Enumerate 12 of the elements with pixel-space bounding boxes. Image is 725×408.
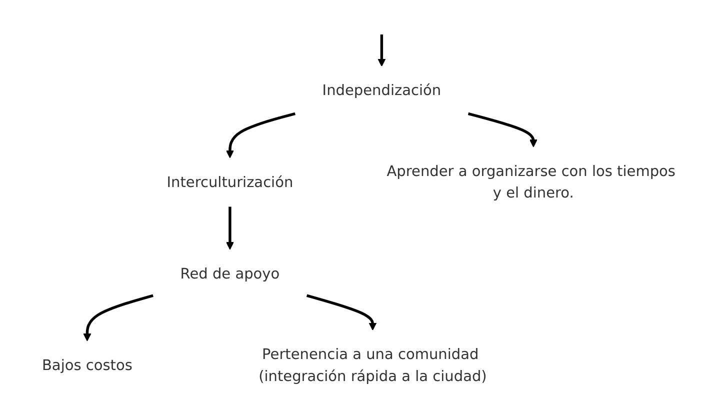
node-text: Aprender a organizarse con los tiempos y el dinero.	[386, 162, 676, 202]
node-text: Interculturización	[166, 173, 294, 190]
node-text: Independización	[322, 82, 442, 99]
arrow	[226, 206, 234, 250]
arrow	[378, 34, 386, 67]
arrow	[468, 112, 538, 148]
node-text: Pertenencia a una comunidad (integración rápida a la ciudad)	[258, 345, 487, 384]
arrow	[306, 294, 377, 330]
arrow	[83, 294, 154, 342]
node-text: Red de apoyo	[180, 264, 280, 282]
node-text: Bajos costos	[42, 356, 132, 374]
arrow	[226, 112, 296, 158]
